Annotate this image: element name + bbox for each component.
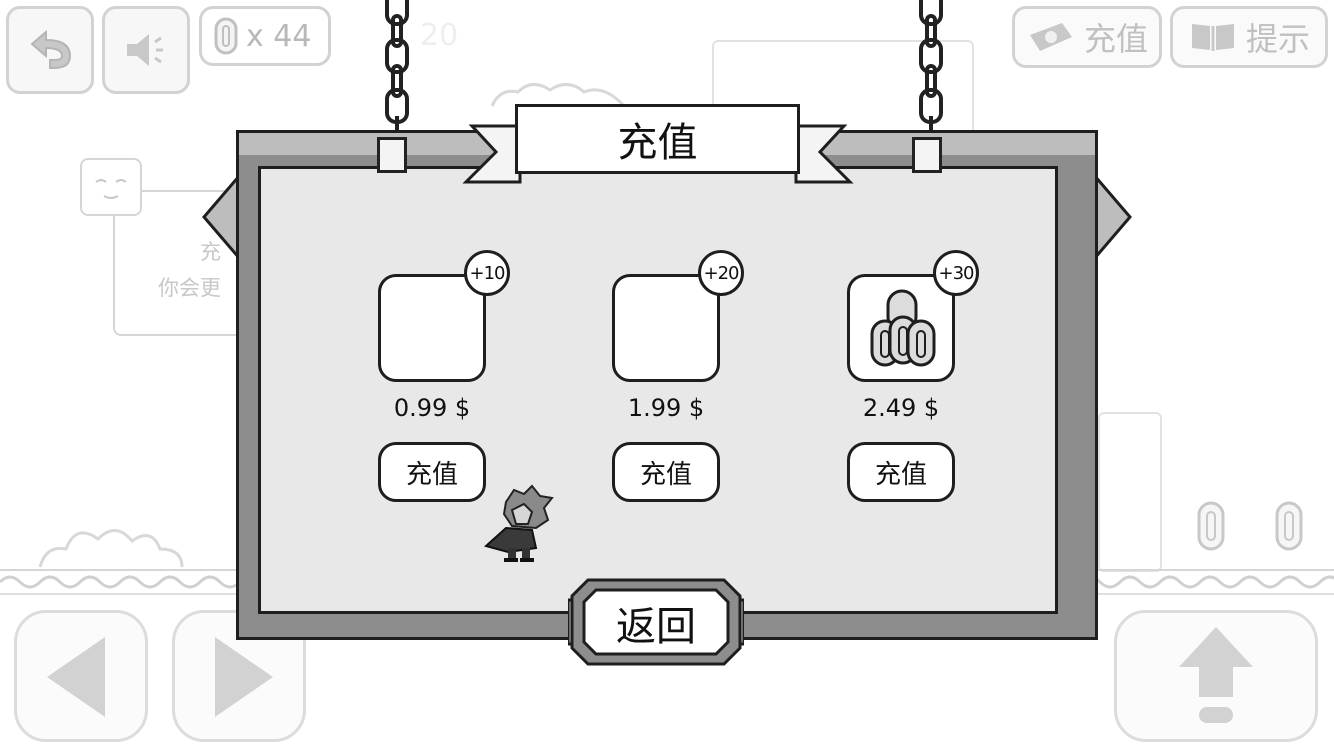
hint-label: 提示 [1245,20,1310,58]
coin-pickup-icon [1197,501,1225,551]
back-button[interactable]: 返回 [616,604,696,650]
recharge-hud-label: 充值 [1083,20,1148,58]
background-pillar [1098,412,1162,572]
player-character-icon [484,484,554,562]
bonus-badge: +30 [933,250,979,296]
product-price: 2.49 $ [862,394,940,422]
product-price: 0.99 $ [393,394,471,422]
chain-bracket-right [912,137,942,173]
right-arrow-icon [215,637,273,717]
sound-button[interactable] [102,6,190,94]
speaker-icon [127,34,163,66]
bonus-badge: +20 [698,250,744,296]
dialog-panel [258,166,1058,614]
buy-button[interactable]: 充值 [378,442,486,502]
product-image [847,274,955,382]
tip-text-line1: 充 [200,240,221,264]
back-hud-button[interactable] [6,6,94,94]
dialog-title: 充值 [515,104,800,174]
money-icon [1029,23,1072,51]
product-image [378,274,486,382]
product-price: 1.99 $ [627,394,705,422]
hint-button[interactable]: 提示 [1170,6,1328,68]
up-arrow-icon [1179,627,1253,723]
buy-button[interactable]: 充值 [847,442,955,502]
product-image [612,274,720,382]
buy-button[interactable]: 充值 [612,442,720,502]
left-arrow-icon [47,637,105,717]
undo-arrow-icon [30,29,72,69]
tip-text-line2: 你会更 [158,276,221,300]
chain-bracket-left [377,137,407,173]
coin-pickup-icon [1275,501,1303,551]
coin-count-text: x 44 [246,18,312,54]
chain-right [919,0,943,135]
bush-top-icon [490,83,626,108]
move-left-button[interactable] [14,610,148,742]
npc-face-icon [80,158,142,216]
book-icon [1191,24,1234,51]
coin-icon [214,17,238,55]
jump-button[interactable] [1114,610,1318,742]
recharge-hud-button[interactable]: 充值 [1012,6,1162,68]
score-text: 20 [420,18,459,53]
coin-stack-icon [870,289,936,367]
banner-ribbon-right [794,124,854,184]
bush-left-icon [38,529,184,568]
back-button-frame [568,578,744,666]
coin-counter: x 44 [199,6,331,66]
chain-left [385,0,409,135]
bonus-badge: +10 [464,250,510,296]
banner-ribbon-left [462,124,522,184]
